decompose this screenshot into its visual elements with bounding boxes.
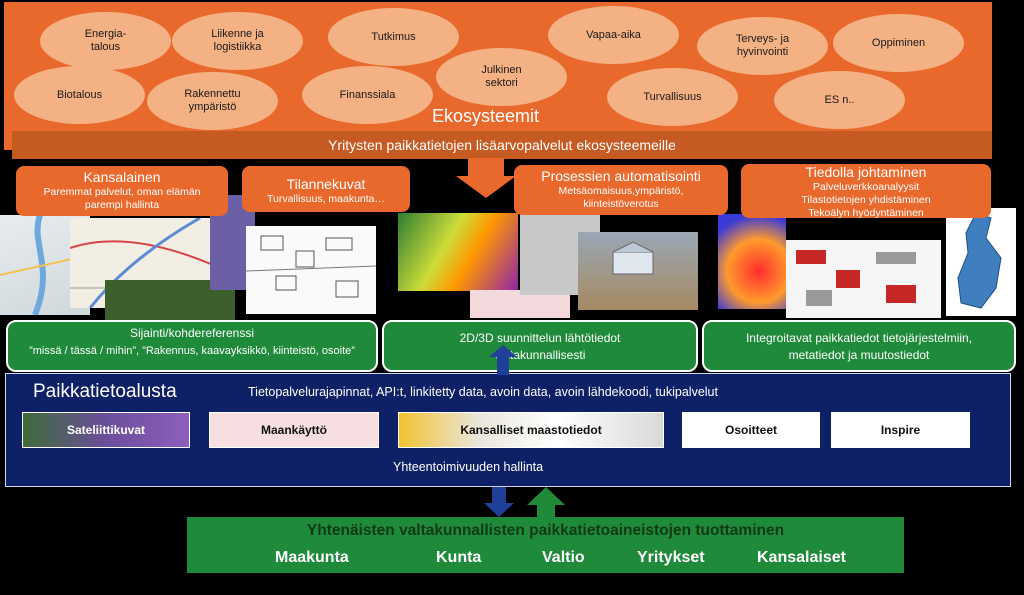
ecosystem-label: ES n.. — [824, 93, 855, 106]
producer-companies: Yritykset — [637, 549, 705, 566]
callout-subtitle: Paremmat palvelut, oman elämän parempi h… — [43, 186, 201, 211]
green-box-title: Sijainti/kohdereferenssi — [129, 326, 255, 340]
ecosystem-energy: Energia- talous — [40, 12, 171, 70]
callout-citizen: Kansalainen Paremmat palvelut, oman eläm… — [16, 166, 228, 216]
ecosystem-research: Tutkimus — [328, 8, 459, 66]
map-tile-building-3d — [578, 232, 698, 310]
dataset-addresses: Osoitteet — [682, 412, 820, 448]
arrow-down-icon — [456, 158, 516, 198]
green-box-title: Integroitavat paikkatiedot tietojärjeste… — [745, 331, 973, 345]
dataset-label: Kansalliset maastotiedot — [460, 423, 602, 437]
arrow-up-blue-icon — [489, 345, 517, 375]
green-box-subtitle: metatiedot ja muutostiedot — [788, 348, 930, 362]
callout-title: Tiedolla johtaminen — [805, 164, 927, 180]
map-tile-cadastral — [246, 226, 376, 314]
ecosystem-bioeconomy: Biotalous — [14, 66, 145, 124]
dataset-national-topographic: Kansalliset maastotiedot — [398, 412, 664, 448]
dataset-land-use: Maankäyttö — [209, 412, 379, 448]
callout-process-automation: Prosessien automatisointi Metsäomaisuus,… — [514, 165, 728, 215]
arrow-down-blue-icon — [484, 487, 514, 517]
ecosystem-health: Terveys- ja hyvinvointi — [697, 17, 828, 75]
callout-title: Tilannekuvat — [286, 176, 366, 192]
platform-title: Paikkatietoalusta — [33, 381, 177, 402]
ecosystem-label: Terveys- ja hyvinvointi — [735, 33, 790, 58]
ecosystem-label: Finanssiala — [339, 88, 396, 101]
dataset-label: Inspire — [880, 423, 921, 437]
ecosystems-banner: Yritysten paikkatietojen lisäarvopalvelu… — [12, 131, 992, 159]
interoperability-label: Yhteentoimivuuden hallinta — [393, 460, 544, 474]
producer-citizens: Kansalaiset — [757, 549, 846, 566]
ecosystem-label: Turvallisuus — [643, 90, 702, 103]
dataset-label: Maankäyttö — [260, 423, 328, 437]
green-box-subtitle: valtakunnallisesti — [494, 348, 586, 362]
ecosystem-security: Turvallisuus — [607, 68, 738, 126]
producer-region: Maakunta — [275, 549, 349, 566]
callout-subtitle: Turvallisuus, maakunta… — [266, 193, 386, 205]
ecosystem-label: Energia- talous — [84, 28, 127, 53]
production-title: Yhtenäisten valtakunnallisten paikkatiet… — [306, 522, 785, 539]
producer-municipality: Kunta — [436, 549, 482, 566]
ecosystem-logistics: Liikenne ja logistiikka — [172, 12, 303, 70]
producer-state: Valtio — [542, 549, 585, 566]
map-tile-heatmap — [718, 214, 786, 309]
ecosystem-public-sector: Julkinen sektori — [436, 48, 567, 106]
callout-subtitle: Metsäomaisuus,ympäristö, kiinteistöverot… — [558, 185, 684, 210]
ecosystem-learning: Oppiminen — [833, 14, 964, 72]
callout-situational-awareness: Tilannekuvat Turvallisuus, maakunta… — [242, 166, 410, 212]
green-box-planning-data: 2D/3D suunnittelun lähtötiedot valtakunn… — [382, 320, 698, 372]
dataset-label: Sateliittikuvat — [66, 423, 146, 437]
ecosystem-label: Vapaa-aika — [586, 28, 641, 41]
ecosystem-finance: Finanssiala — [302, 66, 433, 124]
map-tile-finland — [946, 208, 1016, 316]
production-panel — [187, 517, 904, 573]
green-box-subtitle: ”missä / tässä / mihin”, ”Rakennus, kaav… — [29, 345, 355, 357]
callout-knowledge-management: Tiedolla johtaminen Palveluverkkoanalyys… — [741, 164, 991, 219]
ecosystem-label: Tutkimus — [371, 30, 416, 43]
ecosystem-more: ES n.. — [774, 71, 905, 129]
callout-title: Kansalainen — [83, 169, 161, 185]
callout-title: Prosessien automatisointi — [541, 168, 701, 184]
green-box-title: 2D/3D suunnittelun lähtötiedot — [459, 331, 621, 345]
ecosystem-leisure: Vapaa-aika — [548, 6, 679, 64]
ecosystem-label: Liikenne ja logistiikka — [211, 28, 264, 53]
ecosystem-built-environment: Rakennettu ympäristö — [147, 72, 278, 130]
ecosystem-label: Oppiminen — [871, 36, 926, 49]
green-box-integrated-data: Integroitavat paikkatiedot tietojärjeste… — [702, 320, 1016, 372]
callout-subtitle: Palveluverkkoanalyysit Tilastotietojen y… — [801, 181, 931, 219]
green-box-location-reference: Sijainti/kohdereferenssi ”missä / tässä … — [6, 320, 378, 372]
ecosystem-label: Julkinen sektori — [481, 64, 522, 89]
platform-subtitle: Tietopalvelurajapinnat, API:t, linkitett… — [248, 385, 718, 399]
ecosystem-label: Rakennettu ympäristö — [184, 88, 241, 113]
map-tile-elevation — [398, 213, 518, 291]
dataset-satellite-images: Sateliittikuvat — [22, 412, 190, 448]
map-tile-urban — [786, 240, 941, 318]
dataset-inspire: Inspire — [831, 412, 970, 448]
dataset-label: Osoitteet — [724, 423, 777, 437]
arrow-up-green-icon — [527, 487, 565, 517]
ecosystem-label: Biotalous — [56, 88, 103, 101]
ecosystems-title: Ekosysteemit — [432, 106, 540, 126]
